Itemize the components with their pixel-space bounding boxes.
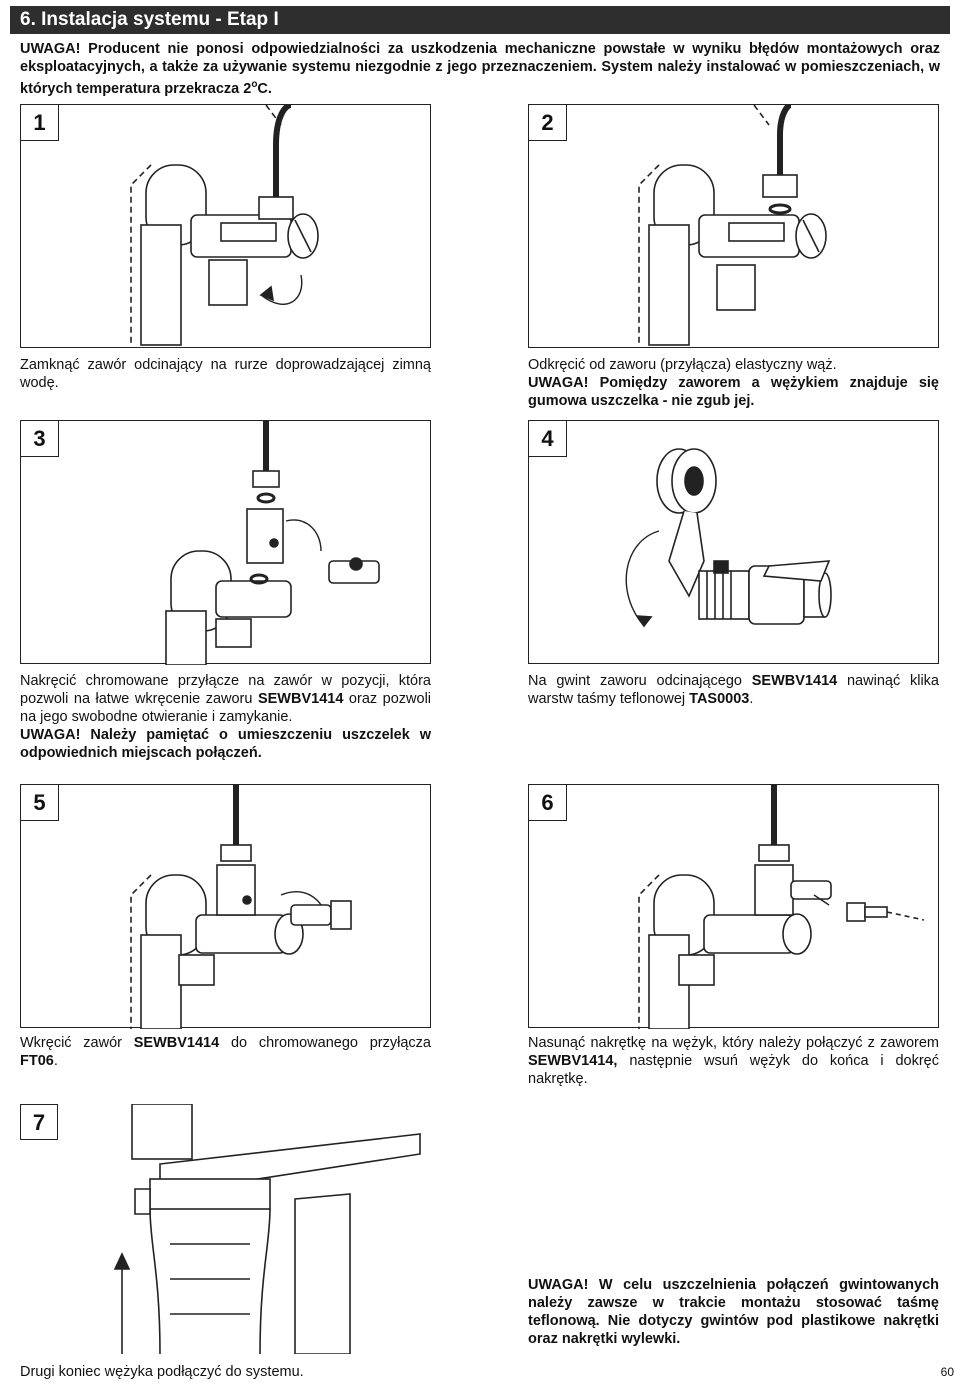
step-7-panel: 7	[20, 1104, 431, 1354]
step-4-code: SEWBV1414	[751, 673, 838, 689]
step-3-warning: UWAGA! Należy pamiętać o umieszczeniu us…	[20, 726, 431, 762]
chrome-fitting-illustration	[165, 421, 380, 665]
step-5-code: SEWBV1414	[133, 1035, 220, 1051]
step-1-panel: 1	[20, 104, 431, 348]
step-2-caption: Odkręcić od zaworu (przyłącza) elastyczn…	[528, 356, 939, 410]
warning-label: UWAGA!	[20, 41, 81, 57]
step-3-warning-label: UWAGA!	[20, 727, 81, 743]
general-warning: UWAGA! Producent nie ponosi odpowiedzial…	[20, 40, 940, 98]
step-2-warning-text: Pomiędzy zaworem a wężykiem znajduje się…	[528, 375, 939, 409]
step-4-code2: TAS0003	[689, 691, 750, 707]
step-3-text-b: oraz pozwoli na jego swobodne otwieranie…	[20, 691, 432, 725]
step-3-text-a: Nakręcić chromowane przyłącze na zawór w…	[20, 673, 431, 707]
valve-screw-in-illustration	[130, 785, 352, 1029]
hose-connect-illustration	[638, 785, 925, 1029]
step-5-text-a: Wkręcić zawór	[20, 1035, 134, 1051]
step-number: 6	[529, 785, 567, 821]
step-3-caption: Nakręcić chromowane przyłącze na zawór w…	[20, 672, 431, 762]
step-number: 1	[21, 105, 59, 141]
step-6-code: SEWBV1414,	[528, 1053, 618, 1069]
step-number: 3	[21, 421, 59, 457]
step-3-panel: 3	[20, 420, 431, 665]
warning-unit: C.	[257, 80, 272, 97]
step-4-text-c: .	[749, 691, 754, 707]
step-6-caption: Nasunąć nakrętkę na wężyk, który należy …	[528, 1034, 939, 1088]
valve-closed-illustration	[130, 105, 319, 346]
step-2-panel: 2	[528, 104, 939, 348]
step-6-text-b: następnie wsuń wężyk do końca i dokręć n…	[528, 1053, 939, 1087]
step-number: 5	[21, 785, 59, 821]
step-6-panel: 6	[528, 784, 939, 1029]
step-4-text-b: nawinąć klika warstw taśmy teflonowej	[528, 673, 939, 707]
step-5-text-b: do chromowanego przyłącza	[219, 1035, 431, 1051]
step-2-warning-label: UWAGA!	[528, 375, 589, 391]
step-2-text: Odkręcić od zaworu (przyłącza) elastyczn…	[528, 357, 837, 373]
step-5-caption: Wkręcić zawór SEWBV1414 do chromowanego …	[20, 1034, 431, 1070]
section-header: 6. Instalacja systemu - Etap I	[10, 6, 950, 34]
step-3-warning-text: Należy pamiętać o umieszczeniu uszczelek…	[20, 727, 432, 761]
page-number: 60	[940, 1365, 954, 1379]
degree-sign: o	[251, 79, 258, 90]
teflon-tape-illustration	[625, 448, 832, 628]
step-6-text-a: Nasunąć nakrętkę na wężyk, który należy …	[528, 1035, 939, 1051]
step-1-caption: Zamknąć zawór odcinający na rurze doprow…	[20, 357, 431, 391]
step-5-panel: 5	[20, 784, 431, 1029]
final-warning: UWAGA! W celu uszczelnienia połączeń gwi…	[528, 1277, 939, 1347]
step-7-caption: Drugi koniec wężyka podłączyć do systemu…	[20, 1364, 304, 1380]
step-2-warning: UWAGA! Pomiędzy zaworem a wężykiem znajd…	[528, 374, 939, 410]
system-connection-illustration	[113, 1104, 421, 1354]
step-5-code2: FT06	[20, 1053, 54, 1069]
step-4-text-a: Na gwint zaworu odcinającego	[528, 673, 752, 689]
step-3-code: SEWBV1414	[257, 691, 344, 707]
step-4-panel: 4	[528, 420, 939, 664]
hose-removed-illustration	[638, 105, 827, 346]
warning-text: Producent nie ponosi odpowiedzialności z…	[20, 41, 941, 97]
step-5-text-c: .	[53, 1053, 58, 1069]
step-4-caption: Na gwint zaworu odcinającego SEWBV1414 n…	[528, 672, 939, 708]
step-number: 4	[529, 421, 567, 457]
step-number: 7	[20, 1104, 58, 1140]
step-number: 2	[529, 105, 567, 141]
